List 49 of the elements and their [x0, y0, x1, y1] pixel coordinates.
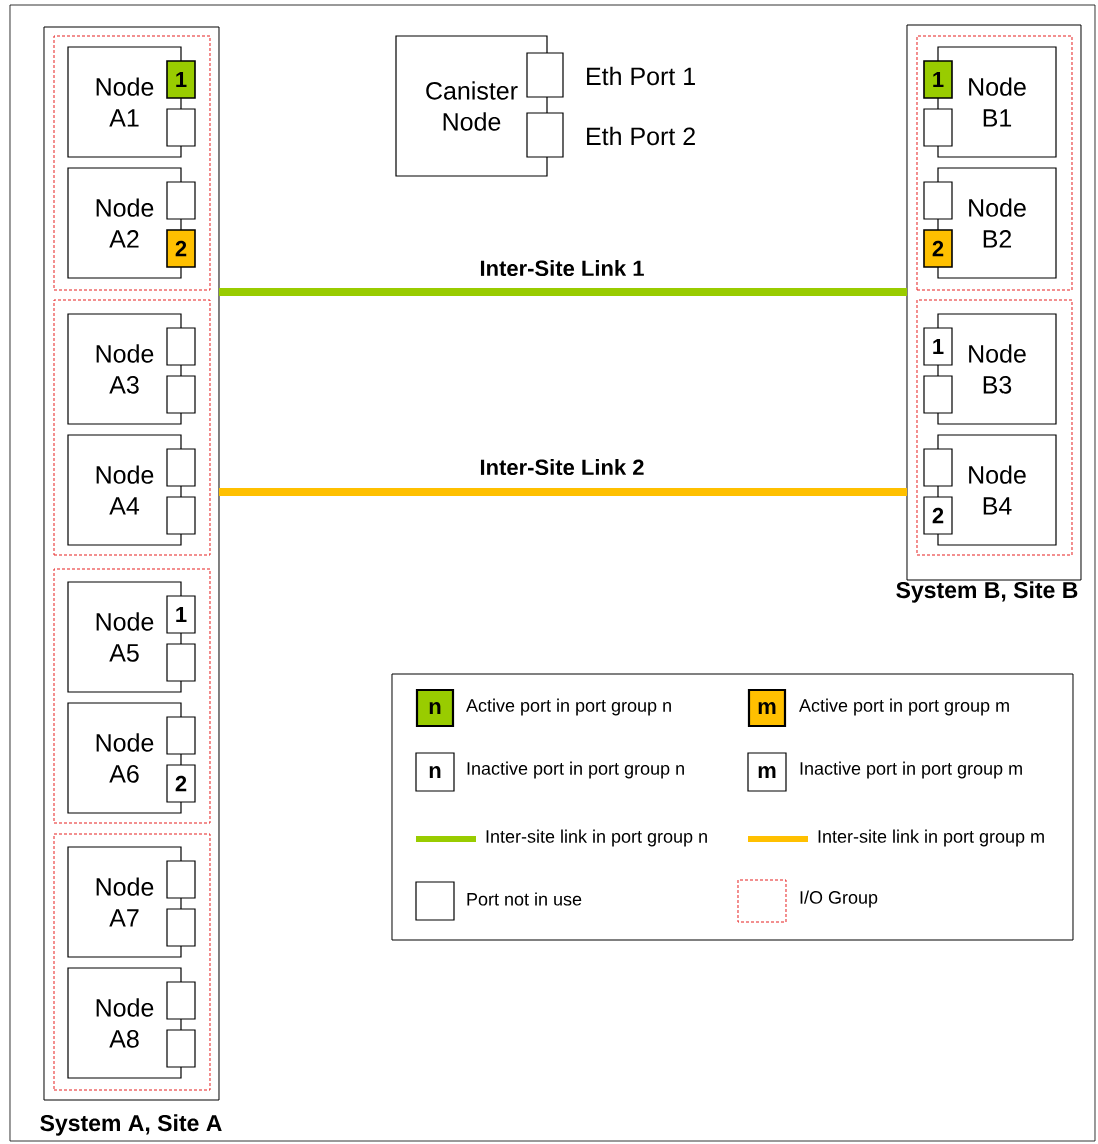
- port-label: Eth Port 1: [587, 66, 695, 86]
- port-box: 1: [166, 60, 196, 99]
- legend-text: Inter-site link in port group n: [486, 829, 707, 847]
- port-box: 1: [166, 595, 196, 634]
- port-box: 2: [923, 229, 953, 268]
- legend-text: Port not in use: [467, 892, 582, 906]
- port-box: 2: [166, 764, 196, 803]
- port-box: 1: [923, 327, 953, 366]
- port-label: Eth Port 2: [587, 126, 695, 146]
- system-label: System A, Site A: [40, 1114, 222, 1136]
- node-box: Node A7: [67, 846, 182, 958]
- port-box: 2: [166, 229, 196, 268]
- port-box: [923, 375, 953, 414]
- io-group-box: [916, 299, 1073, 556]
- legend-text: Inactive port in port group m: [800, 761, 1022, 779]
- port-box: [923, 448, 953, 487]
- io-group-box: [916, 35, 1073, 291]
- legend-text: I/O Group: [800, 890, 878, 908]
- io-group-box: [53, 568, 211, 824]
- io-group-box: [53, 35, 211, 291]
- port-box: 2: [923, 496, 953, 535]
- port-box: [166, 716, 196, 755]
- port-box: [166, 181, 196, 220]
- legend-text: Active port in port group m: [799, 698, 1009, 716]
- port-box: [166, 108, 196, 147]
- legend-text: Active port in port group n: [466, 698, 671, 716]
- node-box: Canister Node: [395, 35, 548, 177]
- legend-text: Inactive port in port group n: [467, 761, 684, 779]
- node-box: Node A4: [67, 434, 182, 546]
- node-box: Node A3: [67, 313, 182, 425]
- port-box: [166, 908, 196, 947]
- port-box: [923, 181, 953, 220]
- edge-label: Inter-Site Link 1: [477, 257, 647, 279]
- port-box: [166, 981, 196, 1020]
- edge-label: Inter-Site Link 2: [477, 456, 647, 478]
- port-box: [166, 1029, 196, 1068]
- port-box: [166, 327, 196, 366]
- port-box: [166, 375, 196, 414]
- port-box: [166, 643, 196, 682]
- node-box: Node A8: [67, 967, 182, 1079]
- legend-text: Inter-site link in port group m: [818, 829, 1044, 847]
- port-box: [166, 496, 196, 535]
- port-box: [923, 108, 953, 147]
- port-box: [166, 860, 196, 899]
- io-group-box: [53, 833, 211, 1091]
- port-box: [166, 448, 196, 487]
- system-label: System B, Site B: [896, 581, 1078, 603]
- port-box: 1: [923, 60, 953, 99]
- io-group-box: [53, 299, 211, 556]
